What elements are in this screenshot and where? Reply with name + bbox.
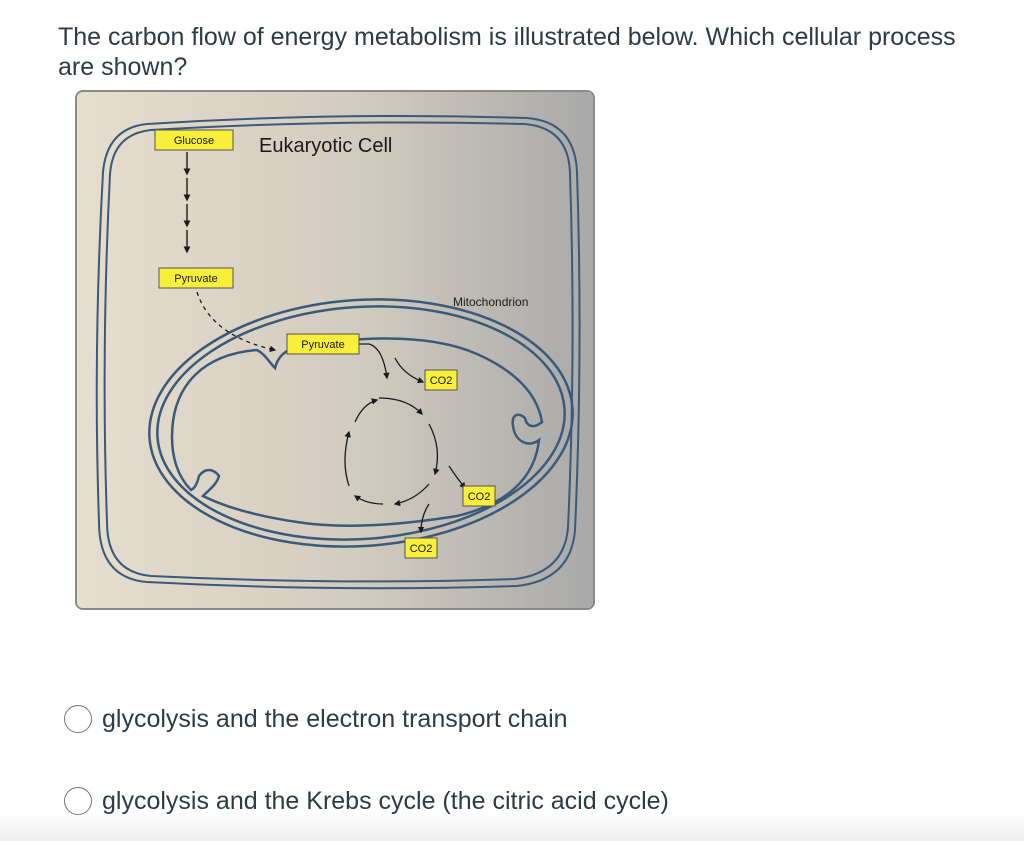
- mitochondrion-outer-membrane-2: [156, 305, 566, 541]
- co2-label-box-b: CO2: [462, 485, 496, 507]
- mito-pyruvate-label: Pyruvate: [301, 339, 344, 351]
- pyruvate-label: Pyruvate: [174, 273, 217, 285]
- pyruvate-transport-arrow: [196, 291, 277, 353]
- answer-choice-2-label: glycolysis and the Krebs cycle (the citr…: [102, 787, 669, 815]
- glucose-label: Glucose: [174, 135, 214, 147]
- cell-title: Eukaryotic Cell: [259, 135, 392, 157]
- co2-label-b: CO2: [468, 491, 491, 503]
- mitochondrion-label: Mitochondrion: [453, 295, 528, 309]
- glucose-label-box: Glucose: [154, 129, 234, 151]
- pyruvate-to-cycle-arrow: [359, 343, 390, 380]
- mitochondrion-outer-membrane: [148, 298, 574, 548]
- co2-release-arrow-a: [394, 357, 425, 384]
- question-text: The carbon flow of energy metabolism is …: [58, 22, 1024, 82]
- question-line-2: are shown?: [58, 53, 188, 81]
- carbon-flow-diagram: Glucose Eukaryotic Cell Pyruvate Mitocho…: [77, 92, 593, 608]
- cycle-arrow-bottom-left: [353, 495, 384, 505]
- co2-label-a: CO2: [430, 375, 453, 387]
- mito-pyruvate-label-box: Pyruvate: [286, 333, 360, 355]
- answer-choice-1-label: glycolysis and the electron transport ch…: [102, 705, 568, 733]
- krebs-cycle: [344, 397, 440, 507]
- radio-button-2[interactable]: [64, 787, 92, 815]
- cycle-arrow-right: [428, 423, 440, 476]
- cycle-arrow-top-left: [354, 398, 379, 423]
- answer-choice-2[interactable]: glycolysis and the Krebs cycle (the citr…: [64, 786, 669, 816]
- mitochondrion-inner-membrane: [170, 337, 544, 528]
- answer-choice-1[interactable]: glycolysis and the electron transport ch…: [64, 704, 568, 734]
- cycle-arrow-bottom-right: [393, 483, 430, 507]
- co2-label-c: CO2: [410, 543, 433, 555]
- co2-label-box-c: CO2: [404, 537, 438, 559]
- cell-membrane-outer: [95, 115, 581, 590]
- co2-release-arrow-c: [417, 503, 430, 534]
- diagram-figure: Glucose Eukaryotic Cell Pyruvate Mitocho…: [75, 90, 595, 610]
- radio-button-1[interactable]: [64, 705, 92, 733]
- cycle-arrow-top: [378, 397, 423, 415]
- cell-membrane-inner: [103, 121, 574, 583]
- bottom-edge-fade: [0, 813, 1024, 841]
- question-line-1: The carbon flow of energy metabolism is …: [58, 23, 956, 51]
- cycle-arrow-left: [344, 430, 351, 487]
- co2-label-box-a: CO2: [424, 369, 458, 391]
- pyruvate-label-box: Pyruvate: [158, 267, 234, 289]
